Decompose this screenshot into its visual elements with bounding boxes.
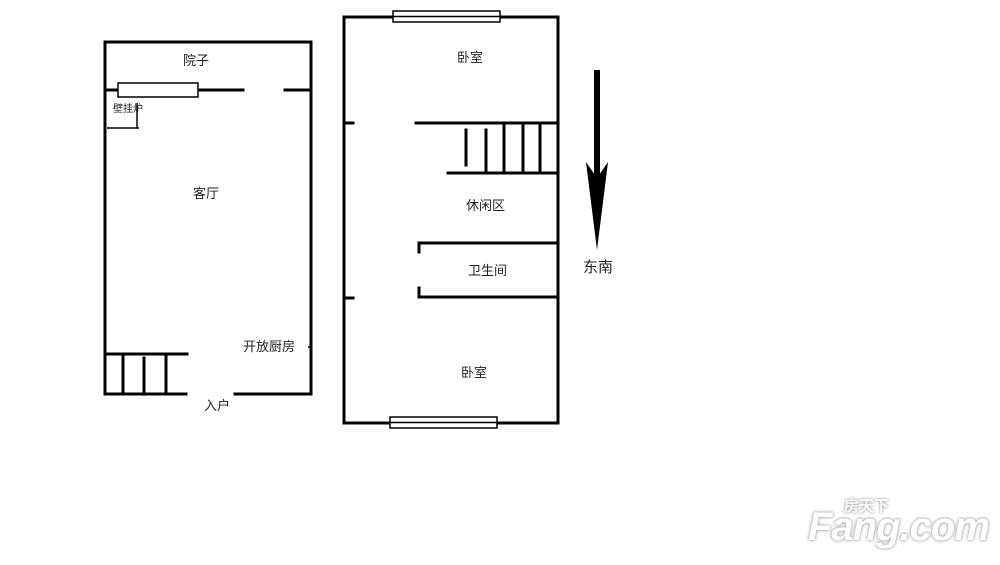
living-room-label: 客厅 (193, 187, 220, 202)
left-unit-stairs (103, 352, 189, 396)
orientation-label: 东南 (583, 258, 614, 276)
open-kitchen-label: 开放厨房 (243, 340, 296, 355)
bathroom-label: 卫生间 (468, 264, 508, 279)
entrance-label: 入户 (204, 399, 231, 414)
down-arrow-icon (586, 70, 608, 250)
right-unit-windows (389, 10, 501, 429)
right-unit-walls (342, 15, 560, 425)
bedroom-bottom-label: 卧室 (461, 366, 488, 381)
yard-label: 院子 (183, 54, 210, 69)
leisure-area-label: 休闲区 (466, 199, 506, 214)
watermark-cn: 房天下 (844, 497, 890, 515)
boiler-marker (107, 103, 139, 129)
left-unit-window (117, 82, 199, 98)
boiler-label: 壁挂炉 (113, 104, 143, 115)
bedroom-top-label: 卧室 (457, 51, 484, 66)
watermark: 房天下 Fang.com (808, 495, 990, 555)
right-unit-stairs (464, 121, 542, 175)
watermark-en: Fang.com (808, 505, 990, 549)
